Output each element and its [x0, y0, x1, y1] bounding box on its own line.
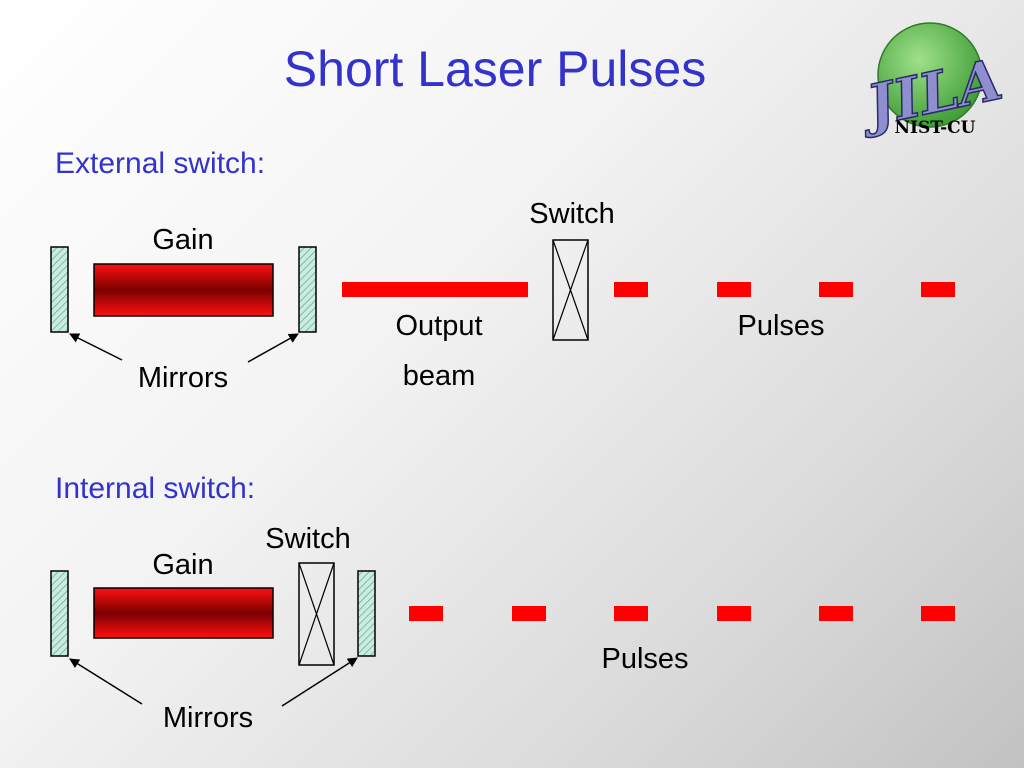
external-switch-heading: External switch:: [55, 147, 266, 180]
external-pulse: [921, 282, 955, 297]
internal-pulse: [717, 606, 751, 621]
external-output-label: Output: [395, 310, 483, 342]
logo-globe-icon: [877, 22, 983, 128]
internal-switch-icon: [298, 562, 335, 666]
external-switch-icon: [552, 239, 589, 341]
external-switch-diagram: [50, 239, 955, 363]
internal-right-mirror: [357, 570, 376, 657]
internal-pulse: [512, 606, 546, 621]
external-pulse: [717, 282, 751, 297]
internal-mirrors-label: Mirrors: [162, 702, 254, 734]
internal-pulses-label: Pulses: [601, 643, 689, 675]
external-beam-label: beam: [402, 360, 476, 392]
external-pulses-label: Pulses: [737, 310, 825, 342]
internal-mirror-arrow-right: [281, 657, 358, 707]
external-gain-medium: [93, 263, 274, 317]
internal-switch-diagram: [50, 562, 955, 707]
external-gain-label: Gain: [152, 224, 214, 256]
external-right-mirror: [298, 246, 317, 333]
internal-mirror-arrow-left: [69, 658, 143, 705]
internal-gain-label: Gain: [152, 549, 214, 581]
external-pulse: [819, 282, 853, 297]
logo-text: NIST-CU: [894, 118, 975, 138]
external-left-mirror: [50, 246, 69, 333]
internal-switch-heading: Internal switch:: [55, 472, 256, 505]
internal-switch-label: Switch: [265, 523, 351, 555]
internal-pulse: [819, 606, 853, 621]
internal-pulse: [921, 606, 955, 621]
internal-left-mirror: [50, 570, 69, 657]
external-mirror-arrow-right: [247, 333, 299, 363]
external-mirrors-label: Mirrors: [137, 362, 229, 394]
internal-pulse: [614, 606, 648, 621]
internal-pulse: [409, 606, 443, 621]
slide-title: Short Laser Pulses: [283, 41, 707, 97]
internal-gain-medium: [93, 587, 274, 639]
external-output-beam: [342, 282, 528, 297]
external-pulse: [614, 282, 648, 297]
external-switch-label: Switch: [529, 198, 615, 230]
external-mirror-arrow-left: [69, 333, 123, 361]
